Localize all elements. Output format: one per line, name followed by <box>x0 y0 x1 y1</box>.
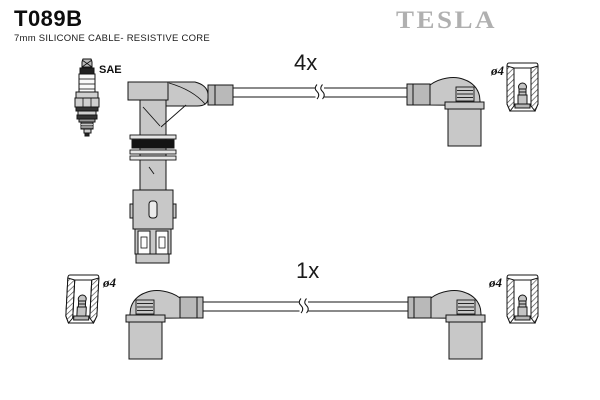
terminal-cross-section-1x-left <box>64 274 100 324</box>
cable-1x <box>203 298 408 314</box>
terminal-cross-section-4x <box>506 62 539 112</box>
cable-4x <box>233 84 408 100</box>
diameter-label-1x-right: ø4 <box>488 275 503 290</box>
spark-end-connector-4x <box>406 77 485 147</box>
sae-label: SAE <box>99 64 122 76</box>
qty-1x-label: 1x <box>296 258 319 283</box>
part-description: 7mm SILICONE CABLE- RESISTIVE CORE <box>14 33 210 44</box>
spark-end-connector-1x-right <box>407 290 486 360</box>
tesla-logo: TESLA <box>396 5 498 34</box>
diameter-label-4x: ø4 <box>490 63 505 78</box>
part-number: T089B <box>14 6 83 31</box>
coil-end-connector-4x <box>127 81 234 264</box>
spark-plug-icon <box>74 58 100 137</box>
qty-4x-label: 4x <box>294 50 317 75</box>
spark-end-connector-1x-left <box>125 290 204 360</box>
diameter-label-1x-left: ø4 <box>102 275 117 290</box>
terminal-cross-section-1x-right <box>506 274 539 324</box>
